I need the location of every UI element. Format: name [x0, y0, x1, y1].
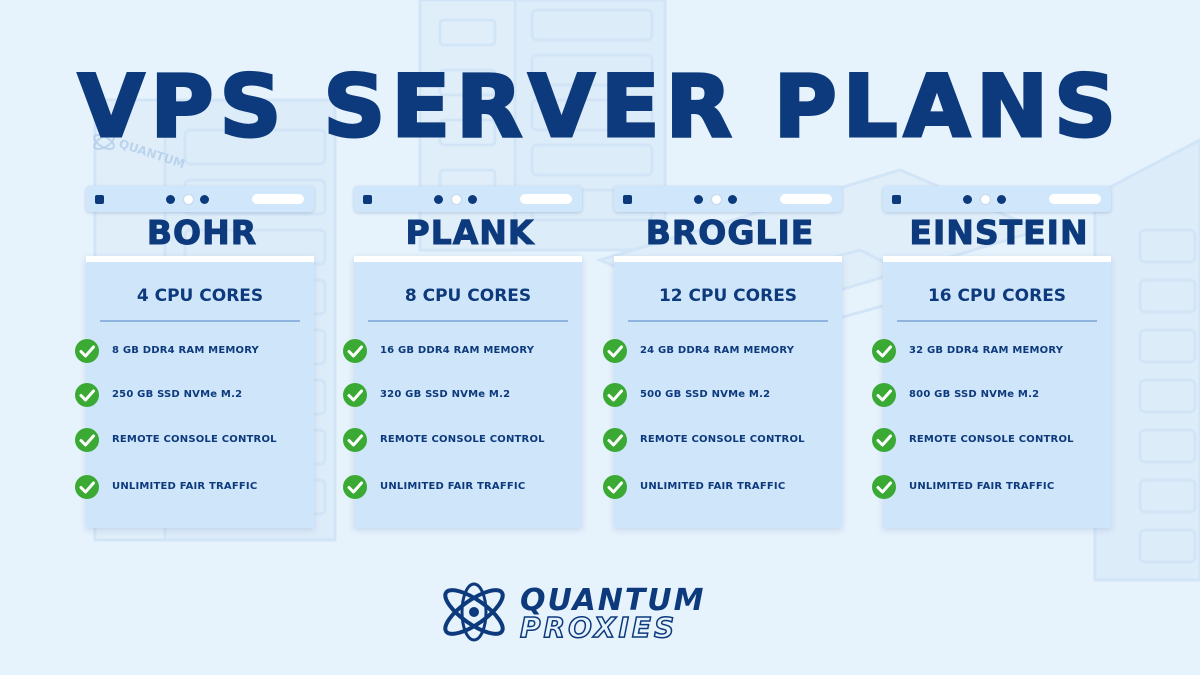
window-dot-icon [434, 195, 443, 204]
window-bar [354, 186, 582, 212]
brand-logo: QUANTUM PROXIES [436, 580, 766, 644]
feature-label: 800 GB SSD NVMe M.2 [909, 389, 1040, 400]
check-circle-icon [75, 383, 99, 407]
check-circle-icon [343, 339, 367, 363]
plan-name: EINSTEIN [909, 213, 1089, 252]
check-circle-icon [75, 339, 99, 363]
window-dot-icon [200, 195, 209, 204]
feature-item: 16 GB DDR4 RAM MEMORY [342, 338, 578, 364]
feature-label: REMOTE CONSOLE CONTROL [909, 434, 1074, 445]
plan-name: BOHR [146, 213, 258, 252]
check-circle-icon [603, 339, 627, 363]
window-pill [1049, 194, 1101, 204]
check-circle-icon [343, 383, 367, 407]
feature-item: REMOTE CONSOLE CONTROL [871, 427, 1107, 453]
window-dot-icon [166, 195, 175, 204]
check-circle-icon [603, 475, 627, 499]
window-pill [520, 194, 572, 204]
divider [100, 320, 300, 322]
window-square-icon [892, 195, 901, 204]
feature-label: 320 GB SSD NVMe M.2 [380, 389, 511, 400]
check-circle-icon [603, 428, 627, 452]
feature-label: REMOTE CONSOLE CONTROL [380, 434, 545, 445]
plan-cores: 8 CPU CORES [404, 286, 532, 306]
feature-item: UNLIMITED FAIR TRAFFIC [74, 474, 310, 500]
window-dot-icon [980, 194, 991, 205]
divider [897, 320, 1097, 322]
feature-label: 24 GB DDR4 RAM MEMORY [640, 345, 795, 356]
window-dot-icon [451, 194, 462, 205]
window-dot-icon [711, 194, 722, 205]
feature-label: 32 GB DDR4 RAM MEMORY [909, 345, 1064, 356]
plan-cores: 4 CPU CORES [136, 286, 264, 306]
window-pill [252, 194, 304, 204]
plan-card: 16 CPU CORES 32 GB DDR4 RAM MEMORY 800 G… [872, 256, 1111, 528]
feature-label: UNLIMITED FAIR TRAFFIC [909, 481, 1055, 492]
atom-icon [443, 582, 505, 642]
window-square-icon [95, 195, 104, 204]
check-circle-icon [343, 428, 367, 452]
feature-item: 8 GB DDR4 RAM MEMORY [74, 338, 310, 364]
feature-label: 8 GB DDR4 RAM MEMORY [112, 345, 259, 356]
plan-name: PLANK [405, 213, 535, 252]
plan-einstein: EINSTEIN 16 CPU CORES 32 GB DDR4 RAM MEM… [872, 186, 1115, 532]
window-dot-icon [728, 195, 737, 204]
window-square-icon [363, 195, 372, 204]
feature-label: 500 GB SSD NVMe M.2 [640, 389, 771, 400]
check-circle-icon [603, 383, 627, 407]
plan-cores: 16 CPU CORES [927, 286, 1067, 306]
feature-item: UNLIMITED FAIR TRAFFIC [342, 474, 578, 500]
feature-item: 250 GB SSD NVMe M.2 [74, 382, 310, 408]
plan-plank: PLANK 8 CPU CORES 16 GB DDR4 RAM MEMORY … [343, 186, 586, 532]
window-dot-icon [183, 194, 194, 205]
feature-label: UNLIMITED FAIR TRAFFIC [112, 481, 258, 492]
plan-name: BROGLIE [645, 213, 815, 252]
feature-label: UNLIMITED FAIR TRAFFIC [380, 481, 526, 492]
feature-item: 500 GB SSD NVMe M.2 [602, 382, 838, 408]
page-title: VPS SERVER PLANS [76, 57, 1123, 157]
window-bar [86, 186, 314, 212]
plan-broglie: BROGLIE 12 CPU CORES 24 GB DDR4 RAM MEMO… [603, 186, 846, 532]
check-circle-icon [75, 428, 99, 452]
feature-item: UNLIMITED FAIR TRAFFIC [871, 474, 1107, 500]
divider [628, 320, 828, 322]
logo-text-proxies: PROXIES [519, 611, 678, 644]
plan-card: 12 CPU CORES 24 GB DDR4 RAM MEMORY 500 G… [603, 256, 842, 528]
check-circle-icon [872, 428, 896, 452]
feature-label: 250 GB SSD NVMe M.2 [112, 389, 243, 400]
window-pill [780, 194, 832, 204]
check-circle-icon [872, 475, 896, 499]
logo-text-quantum: QUANTUM [520, 583, 706, 618]
feature-item: REMOTE CONSOLE CONTROL [342, 427, 578, 453]
plan-card: 4 CPU CORES 8 GB DDR4 RAM MEMORY 250 GB … [75, 256, 314, 528]
feature-item: REMOTE CONSOLE CONTROL [602, 427, 838, 453]
feature-item: 24 GB DDR4 RAM MEMORY [602, 338, 838, 364]
feature-item: UNLIMITED FAIR TRAFFIC [602, 474, 838, 500]
feature-item: 800 GB SSD NVMe M.2 [871, 382, 1107, 408]
plan-cores: 12 CPU CORES [658, 286, 798, 306]
window-dot-icon [468, 195, 477, 204]
check-circle-icon [343, 475, 367, 499]
check-circle-icon [872, 383, 896, 407]
check-circle-icon [872, 339, 896, 363]
feature-label: UNLIMITED FAIR TRAFFIC [640, 481, 786, 492]
feature-label: REMOTE CONSOLE CONTROL [640, 434, 805, 445]
check-circle-icon [75, 475, 99, 499]
divider [368, 320, 568, 322]
window-square-icon [623, 195, 632, 204]
window-dot-icon [963, 195, 972, 204]
plan-card: 8 CPU CORES 16 GB DDR4 RAM MEMORY 320 GB… [343, 256, 582, 528]
feature-item: 320 GB SSD NVMe M.2 [342, 382, 578, 408]
feature-label: REMOTE CONSOLE CONTROL [112, 434, 277, 445]
feature-item: 32 GB DDR4 RAM MEMORY [871, 338, 1107, 364]
window-bar [614, 186, 842, 212]
plan-bohr: BOHR 4 CPU CORES 8 GB DDR4 RAM MEMORY 25… [75, 186, 318, 532]
feature-item: REMOTE CONSOLE CONTROL [74, 427, 310, 453]
feature-label: 16 GB DDR4 RAM MEMORY [380, 345, 535, 356]
window-bar [883, 186, 1111, 212]
window-dot-icon [694, 195, 703, 204]
window-dot-icon [997, 195, 1006, 204]
